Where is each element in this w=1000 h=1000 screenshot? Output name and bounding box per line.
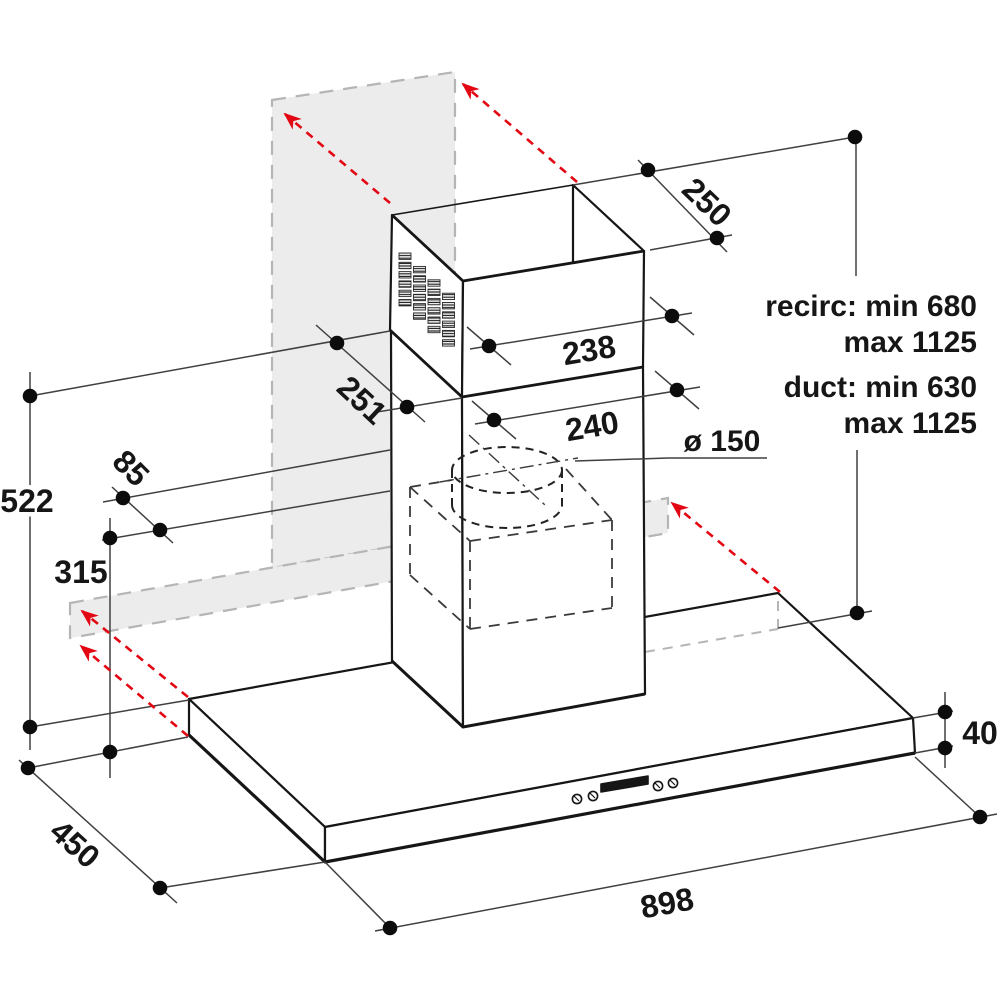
chimney-lower-section	[389, 328, 647, 729]
dim-label-40: 40	[962, 715, 998, 751]
note-duct-min: duct: min 630	[784, 371, 977, 404]
duct-collar	[451, 446, 563, 529]
dimension-dots	[20, 129, 988, 936]
dim-label-240: 240	[563, 404, 622, 448]
dim-label-522: 522	[0, 483, 53, 519]
chimney-upper-section	[388, 183, 646, 399]
dim-label-250: 250	[675, 171, 738, 234]
vent-grille	[398, 252, 455, 347]
dim-label-450: 450	[43, 813, 107, 875]
internal-filter-box	[409, 468, 613, 630]
arrow-icon	[79, 644, 189, 737]
dim-label-898: 898	[637, 880, 696, 925]
note-recirc-max: max 1125	[844, 326, 977, 359]
note-recirc-min: recirc: min 680	[765, 290, 977, 323]
height-range-notes: recirc: min 680 max 1125 duct: min 630 m…	[761, 286, 982, 445]
dim-label-238: 238	[560, 328, 619, 372]
chimney-inner-corner	[571, 183, 646, 265]
display-bar	[600, 775, 649, 793]
control-panel	[571, 775, 679, 805]
mount-direction-arrows	[79, 82, 781, 737]
duct-centerlines	[439, 434, 579, 506]
arrow-icon	[670, 501, 781, 594]
note-duct-max: max 1125	[844, 407, 977, 440]
dim-label-315: 315	[54, 554, 107, 590]
dim-label-duct-diameter: ø 150	[684, 425, 761, 458]
dim-label-85: 85	[106, 443, 157, 494]
arrow-icon	[461, 82, 578, 183]
